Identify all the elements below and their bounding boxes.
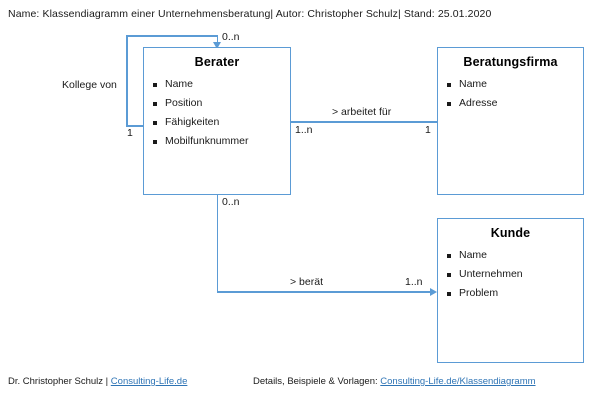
attribute-item: Unternehmen bbox=[447, 265, 583, 284]
arbeitet-fuer-target-multiplicity: 1 bbox=[425, 124, 431, 136]
kollege-von-line-top bbox=[126, 35, 218, 37]
attribute-item: Problem bbox=[447, 284, 583, 303]
attribute-list-kunde: Name Unternehmen Problem bbox=[438, 246, 583, 303]
attribute-item: Name bbox=[447, 246, 583, 265]
footer-details-prefix: Details, Beispiele & Vorlagen: bbox=[253, 376, 381, 387]
arbeitet-fuer-source-multiplicity: 1..n bbox=[295, 124, 313, 136]
footer-link-home[interactable]: Consulting-Life.de bbox=[110, 376, 188, 387]
footer-author: Dr. Christopher Schulz | bbox=[8, 376, 111, 387]
attribute-item: Mobilfunknummer bbox=[153, 132, 290, 151]
kollege-von-arrowhead bbox=[212, 42, 221, 49]
kollege-von-label: Kollege von bbox=[62, 79, 117, 91]
attribute-item: Position bbox=[153, 94, 290, 113]
class-box-berater[interactable]: Berater Name Position Fähigkeiten Mobilf… bbox=[143, 47, 291, 195]
arbeitet-fuer-line bbox=[290, 121, 438, 123]
beraet-arrowhead bbox=[430, 287, 437, 296]
beraet-target-multiplicity: 1..n bbox=[405, 276, 423, 288]
beraet-line-horizontal bbox=[216, 291, 431, 293]
diagram-header: Name: Klassendiagramm einer Unternehmens… bbox=[8, 8, 492, 20]
kollege-von-line-left bbox=[126, 35, 128, 127]
kollege-von-line-right bbox=[216, 35, 219, 43]
footer-link-klassendiagramm[interactable]: Consulting-Life.de/Klassendiagramm bbox=[380, 376, 536, 387]
beraet-source-multiplicity: 0..n bbox=[222, 196, 240, 208]
kollege-von-line-bottom bbox=[126, 125, 144, 127]
attribute-item: Fähigkeiten bbox=[153, 113, 290, 132]
attribute-list-berater: Name Position Fähigkeiten Mobilfunknumme… bbox=[144, 75, 290, 151]
footer-left: Dr. Christopher Schulz | Consulting-Life… bbox=[8, 376, 187, 387]
beraet-line-vertical bbox=[216, 194, 219, 292]
kollege-von-source-multiplicity: 1 bbox=[127, 127, 133, 139]
class-box-beratungsfirma[interactable]: Beratungsfirma Name Adresse bbox=[437, 47, 584, 195]
attribute-item: Adresse bbox=[447, 94, 583, 113]
footer-right: Details, Beispiele & Vorlagen: Consultin… bbox=[253, 376, 536, 387]
class-title-kunde: Kunde bbox=[490, 226, 531, 240]
kollege-von-target-multiplicity: 0..n bbox=[222, 31, 240, 43]
attribute-list-beratungsfirma: Name Adresse bbox=[438, 75, 583, 113]
attribute-item: Name bbox=[153, 75, 290, 94]
class-box-kunde[interactable]: Kunde Name Unternehmen Problem bbox=[437, 218, 584, 363]
beraet-label: > berät bbox=[290, 276, 323, 288]
class-title-berater: Berater bbox=[194, 55, 240, 69]
attribute-item: Name bbox=[447, 75, 583, 94]
class-title-beratungsfirma: Beratungsfirma bbox=[463, 55, 558, 69]
arbeitet-fuer-label: > arbeitet für bbox=[332, 106, 392, 118]
